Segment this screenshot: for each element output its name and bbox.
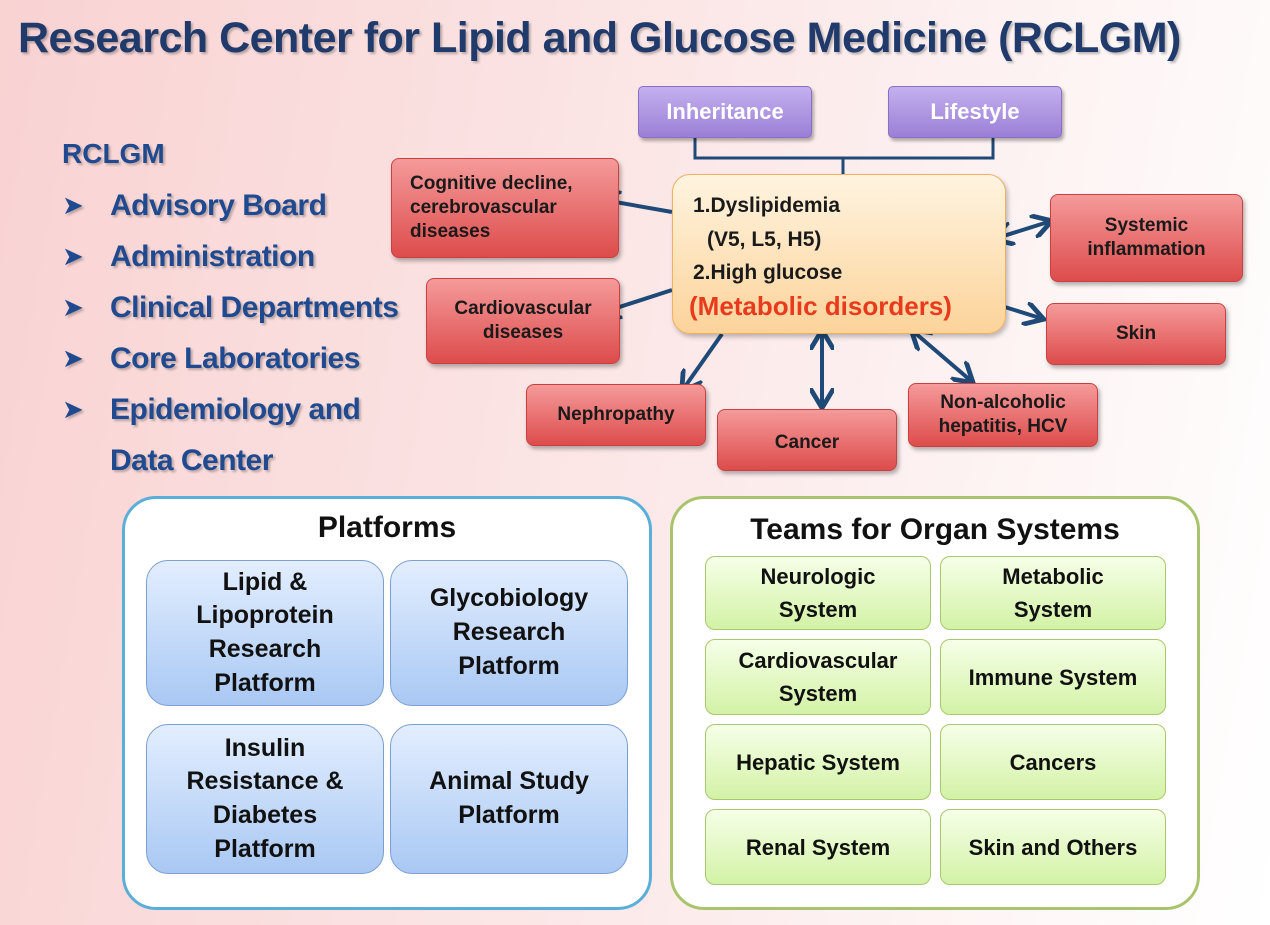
inheritance-lifestyle-bracket [693,138,995,176]
arrow-hepatitis [914,332,970,380]
platforms-title: Platforms [317,511,457,544]
arrow-to-nephropathy [684,332,724,388]
outcome-skin: Skin [1046,303,1226,365]
teams-title: Teams for Organ Systems [750,513,1120,546]
org-item-clinical-departments: ➤Clinical Departments [62,282,399,333]
org-item-epidemiology-continued: Data Center [110,444,273,477]
metabolic-disorders-hub: 1.Dyslipidemia (V5, L5, H5) 2.High gluco… [672,174,1006,334]
team-cancers: Cancers [940,724,1166,800]
org-item-advisory-board: ➤Advisory Board [62,180,398,231]
page-title: Research Center for Lipid and Glucose Me… [18,14,1181,62]
team-hepatic: Hepatic System [705,724,931,800]
team-renal: Renal System [705,809,931,885]
team-immune: Immune System [940,639,1166,715]
cause-inheritance: Inheritance [638,86,812,138]
org-heading: RCLGM [62,138,165,169]
org-item-core-laboratories: ➤Core Laboratories [62,333,398,384]
bullet-arrow-icon: ➤ [62,241,84,271]
metabolic-disorders-label: (Metabolic disorders) [689,290,952,321]
org-item-administration: ➤Administration [62,231,398,282]
lipoprotein-types-label: (V5, L5, H5) [707,227,822,251]
team-skin-others: Skin and Others [940,809,1166,885]
outcome-cancer: Cancer [717,409,897,471]
org-structure: RCLGM ➤Advisory Board ➤Administration ➤C… [62,138,399,486]
bullet-arrow-icon: ➤ [62,190,84,220]
dyslipidemia-label: 1.Dyslipidemia [693,194,841,217]
cause-lifestyle: Lifestyle [888,86,1062,138]
high-glucose-label: 2.High glucose [693,261,843,285]
bullet-arrow-icon: ➤ [62,292,84,322]
bullet-arrow-icon: ➤ [62,343,84,373]
bullet-arrow-icon: ➤ [62,394,84,424]
outcome-nephropathy: Nephropathy [526,384,706,446]
org-item-epidemiology: ➤Epidemiology and [62,384,398,435]
